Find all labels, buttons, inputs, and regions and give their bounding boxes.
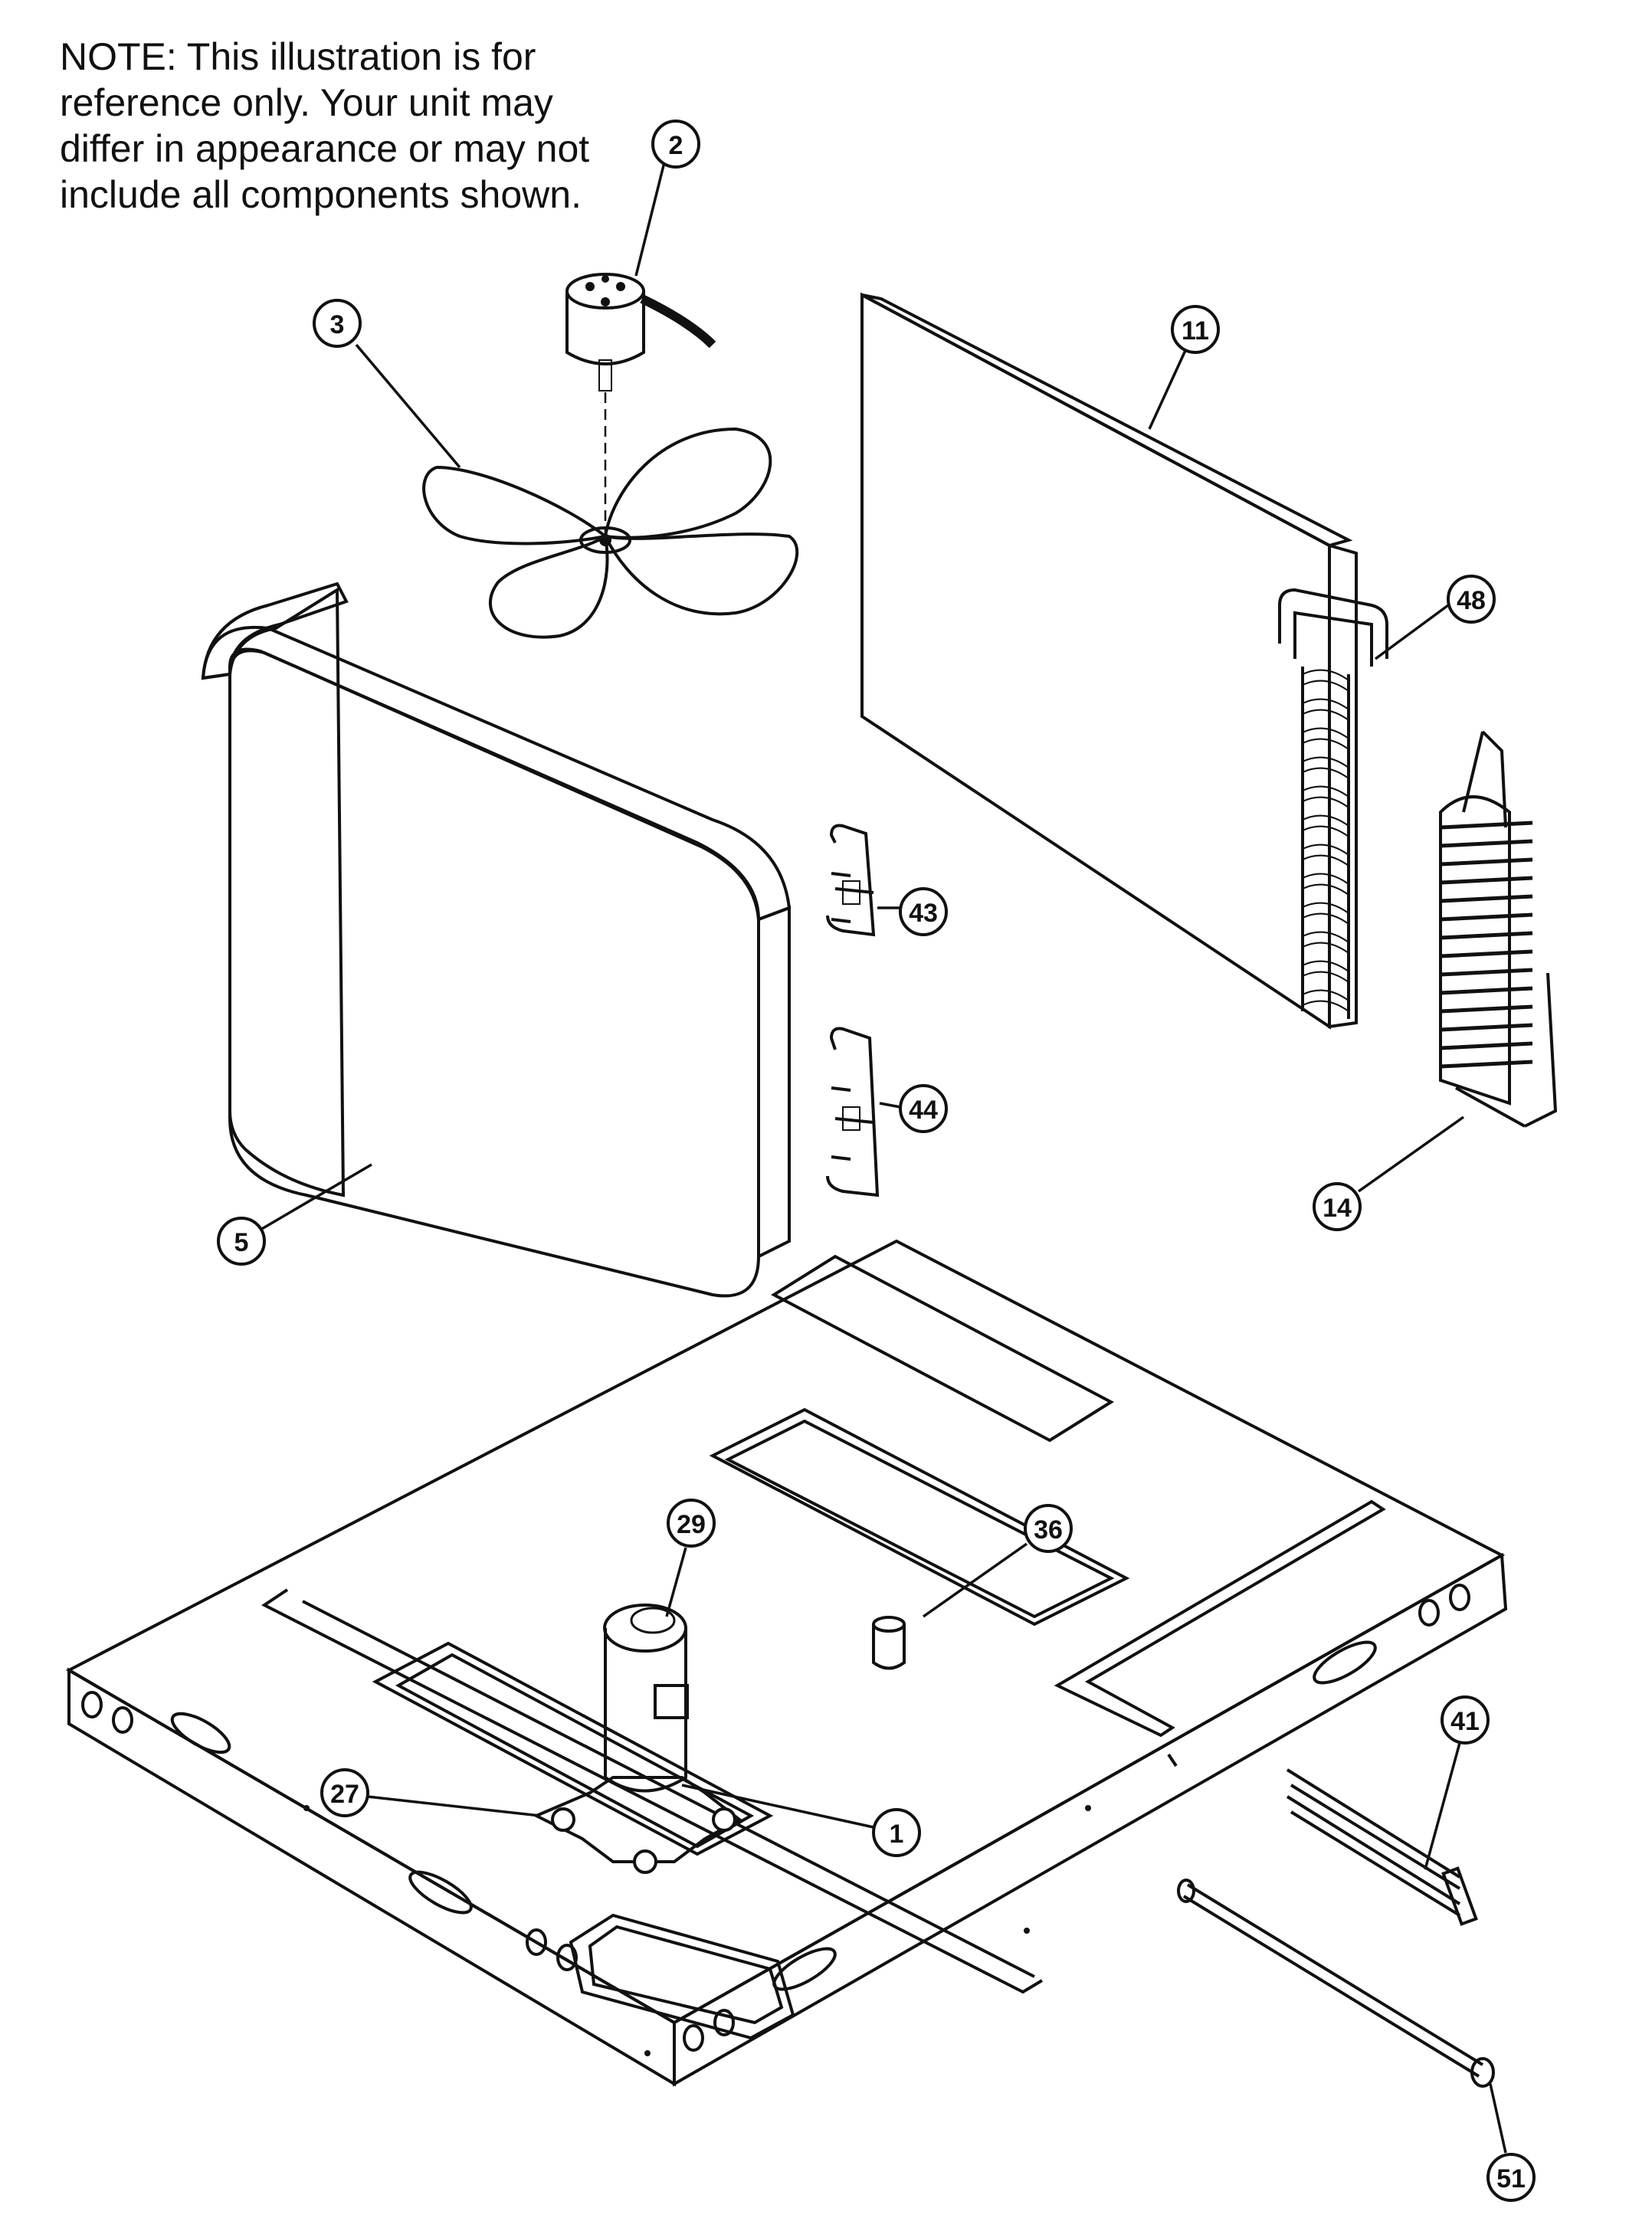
bracket-tooth: [1440, 876, 1533, 885]
note-line-3: differ in appearance or may not: [60, 127, 590, 170]
top-openings: [770, 1254, 1115, 1443]
bracket-tooth: [1440, 949, 1533, 958]
return-bend: [1302, 669, 1349, 692]
bracket-tooth: [1440, 1041, 1533, 1050]
bracket-43: [826, 824, 876, 937]
rear-coil: [860, 292, 1358, 1030]
return-bend: [1302, 814, 1349, 837]
callout-11: 11: [1171, 305, 1220, 354]
callout-44: 44: [899, 1084, 948, 1133]
callout-48-label: 48: [1457, 586, 1486, 615]
bracket-tooth: [1440, 839, 1533, 848]
reference-note: NOTE: This illustration is for reference…: [60, 34, 642, 218]
tube-51: [1177, 1879, 1495, 2088]
bracket-tooth: [1440, 1023, 1533, 1032]
return-bend: [1302, 844, 1349, 867]
coil-bracket: [1439, 730, 1558, 1128]
callout-1: 1: [872, 1808, 921, 1857]
callout-43: 43: [899, 887, 948, 936]
bracket-tooth: [1440, 821, 1533, 830]
callout-51-label: 51: [1496, 2164, 1526, 2193]
return-bend: [1302, 873, 1349, 896]
return-bend: [1302, 698, 1349, 721]
bracket-44: [826, 1027, 880, 1197]
return-bend: [1302, 756, 1349, 779]
base-pan: [65, 1239, 1508, 2087]
callout-leaders: [260, 152, 1507, 2154]
bracket-tooth: [1440, 857, 1533, 867]
callout-11-label: 11: [1182, 316, 1209, 346]
return-bend: [1302, 960, 1349, 983]
callout-41: 41: [1441, 1695, 1490, 1745]
callout-48: 48: [1447, 575, 1496, 624]
callout-36-label: 36: [1034, 1515, 1063, 1545]
callout-51: 51: [1486, 2153, 1536, 2202]
fan-blade: [422, 427, 799, 639]
callout-36: 36: [1024, 1504, 1073, 1553]
note-line-4: include all components shown.: [60, 173, 582, 216]
return-bend: [1302, 989, 1349, 1012]
callout-27-label: 27: [330, 1780, 359, 1809]
wrap-coil: [201, 582, 792, 1298]
callout-29-label: 29: [677, 1510, 706, 1539]
bracket-tooth: [1440, 894, 1533, 903]
callout-27: 27: [320, 1768, 369, 1817]
return-bends: [1278, 588, 1388, 1019]
return-bend: [1302, 902, 1349, 925]
return-bend: [1302, 785, 1349, 808]
callout-44-label: 44: [909, 1096, 938, 1125]
bracket-tooth: [1440, 1004, 1533, 1014]
bracket-tooth: [1440, 912, 1533, 922]
note-line-1: NOTE: This illustration is for: [60, 35, 536, 78]
callout-1-label: 1: [890, 1820, 904, 1849]
callout-29: 29: [667, 1499, 716, 1548]
callout-2-label: 2: [669, 131, 683, 160]
part-36: [872, 1616, 906, 1670]
callout-2: 2: [651, 120, 700, 169]
callout-5-label: 5: [234, 1228, 249, 1257]
bracket-tooth: [1440, 986, 1533, 995]
callout-3-label: 3: [330, 310, 345, 339]
return-bend: [1302, 727, 1349, 750]
note-line-2: reference only. Your unit may: [60, 81, 553, 124]
callout-5: 5: [217, 1217, 266, 1266]
callout-14: 14: [1313, 1182, 1362, 1231]
bracket-tooth: [1440, 968, 1533, 977]
callout-43-label: 43: [909, 899, 938, 928]
return-bend: [1302, 931, 1349, 954]
callout-41-label: 41: [1450, 1707, 1480, 1736]
callout-14-label: 14: [1323, 1194, 1352, 1223]
fan-motor: [565, 273, 716, 536]
tube-assembly-41: [1286, 1768, 1478, 1926]
callout-3: 3: [313, 299, 362, 348]
bracket-tooth: [1440, 1060, 1533, 1069]
compressor: [533, 1604, 742, 1874]
bracket-tooth: [1440, 931, 1533, 940]
